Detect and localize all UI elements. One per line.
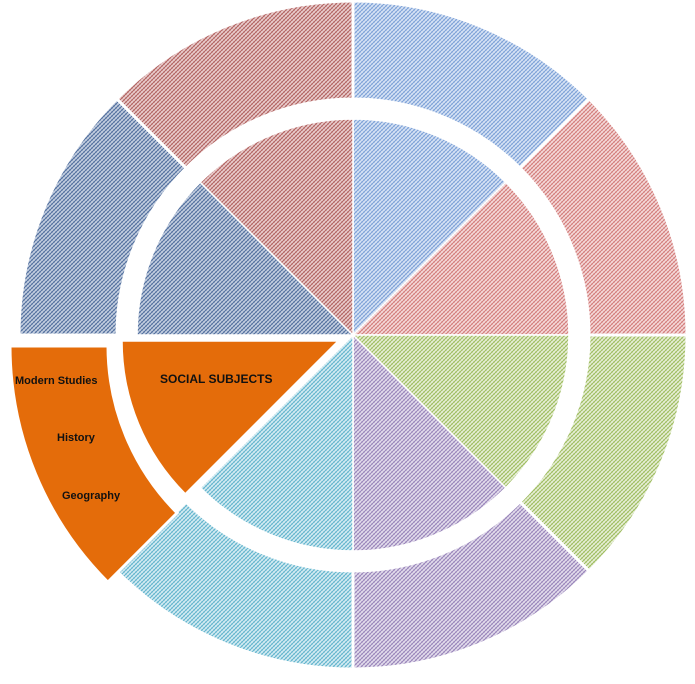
subject-geography: Geography <box>62 490 121 502</box>
inner-wedge-dark-red <box>199 118 354 337</box>
inner-wedge-green <box>351 334 570 489</box>
subject-modern-studies: Modern Studies <box>15 375 98 387</box>
outer-segment-red <box>517 96 689 337</box>
outer-segment-dark-red <box>114 0 355 171</box>
social-subjects-title: SOCIAL SUBJECTS <box>160 372 273 386</box>
subject-history: History <box>57 432 95 444</box>
outer-segment-green <box>517 333 689 574</box>
outer-segment-orange <box>8 344 180 585</box>
outer-segment-cyan <box>114 499 355 671</box>
inner-wedge-blue <box>352 118 507 337</box>
outer-segment-purple <box>351 499 592 671</box>
inner-wedge-cyan <box>199 333 354 552</box>
outer-segment-dark-blue <box>17 96 189 337</box>
inner-wedge-red <box>351 181 570 336</box>
inner-wedge-purple <box>352 333 507 552</box>
outer-segment-blue <box>351 0 592 171</box>
inner-wedge-dark-blue <box>136 181 355 336</box>
inner-wedge-orange <box>121 340 340 495</box>
